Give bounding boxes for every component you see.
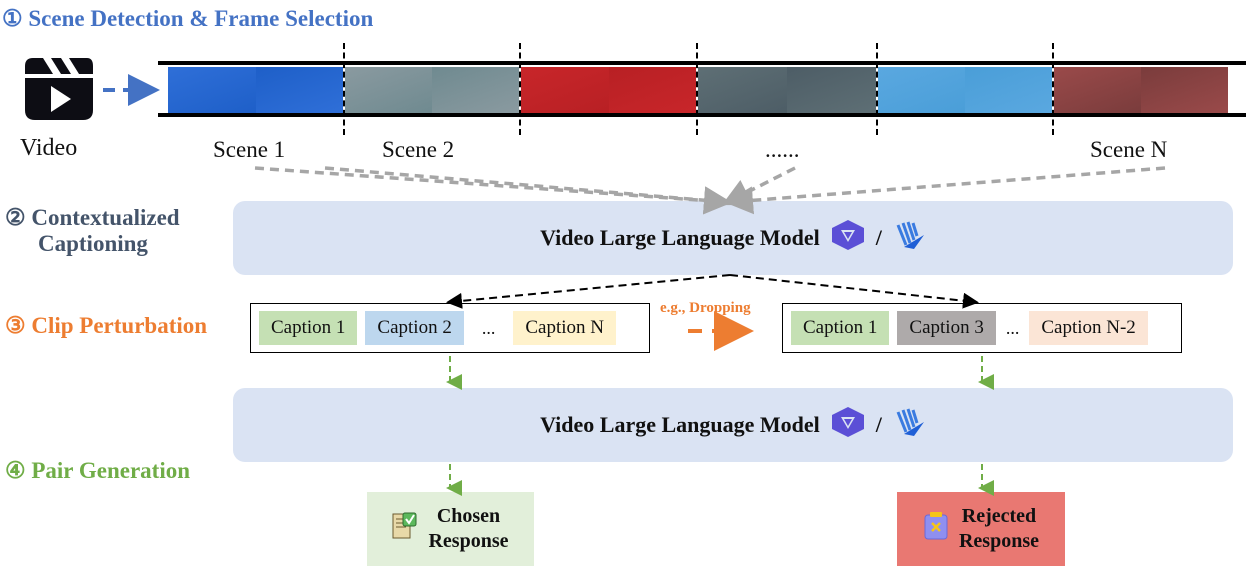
film-bottom-border bbox=[158, 113, 1246, 117]
chosen-line2: Response bbox=[428, 530, 509, 552]
perturbed-captions: Caption 1 Caption 3 ... Caption N-2 bbox=[782, 303, 1182, 353]
scene-arrow bbox=[254, 166, 732, 215]
step1-title: ① Scene Detection & Frame Selection bbox=[2, 6, 374, 31]
step2-title-line2: Captioning bbox=[38, 231, 148, 257]
video-frame-thumbnail bbox=[1054, 67, 1141, 113]
caption-item: Caption 2 bbox=[365, 311, 464, 345]
perturbation-label: e.g., Dropping bbox=[660, 300, 751, 316]
caption-arrow-right bbox=[729, 274, 979, 309]
caption-ellipsis: ... bbox=[481, 317, 496, 338]
rejected-line2: Response bbox=[958, 530, 1039, 552]
scene-label-n: Scene N bbox=[1090, 137, 1168, 162]
llm-label: Video Large Language Model bbox=[540, 412, 820, 437]
scene-divider bbox=[519, 43, 521, 135]
step2-title: ② Contextualized Captioning bbox=[5, 205, 180, 258]
llm-separator: / bbox=[875, 225, 882, 250]
qwen-logo-icon bbox=[830, 219, 866, 257]
step4-title: ④ Pair Generation bbox=[5, 458, 190, 483]
scene-divider bbox=[1052, 43, 1054, 135]
chosen-line1: Chosen bbox=[436, 505, 501, 527]
llm-box-captioning: Video Large Language Model / bbox=[233, 201, 1233, 275]
rejected-response: Rejected Response bbox=[897, 492, 1065, 566]
caption-item: Caption N-2 bbox=[1029, 311, 1148, 345]
video-frame-thumbnail bbox=[255, 67, 343, 113]
scene-divider bbox=[343, 43, 345, 135]
video-label: Video bbox=[20, 135, 78, 161]
scene-label-ellipsis: ...... bbox=[765, 137, 800, 162]
film-top-border bbox=[158, 61, 1246, 65]
video-frame-thumbnail bbox=[168, 67, 256, 113]
scene-divider bbox=[876, 43, 878, 135]
caption-arrow-left bbox=[446, 274, 731, 309]
video-frame-thumbnail bbox=[878, 67, 965, 113]
step2-title-line1: ② Contextualized bbox=[5, 205, 180, 230]
document-check-icon bbox=[392, 511, 418, 548]
scene-label-1: Scene 1 bbox=[213, 137, 286, 162]
video-frame-thumbnail bbox=[1141, 67, 1228, 113]
caption-ellipsis: ... bbox=[1005, 317, 1020, 338]
caption-item: Caption 1 bbox=[791, 311, 890, 345]
step3-title: ③ Clip Perturbation bbox=[5, 313, 208, 338]
llm-separator: / bbox=[875, 412, 882, 437]
video-clapper-icon bbox=[23, 54, 95, 122]
caption-item: Caption 3 bbox=[897, 311, 996, 345]
video-frame-thumbnail bbox=[432, 67, 519, 113]
internvl-logo-icon bbox=[892, 406, 926, 444]
scene-divider bbox=[696, 43, 698, 135]
chosen-response: Chosen Response bbox=[367, 492, 534, 566]
video-frame-thumbnail bbox=[965, 67, 1052, 113]
original-captions: Caption 1 Caption 2 ... Caption N bbox=[250, 303, 650, 353]
video-frame-thumbnail bbox=[698, 67, 787, 113]
video-frame-thumbnail bbox=[521, 67, 609, 113]
scene-label-2: Scene 2 bbox=[382, 137, 455, 162]
rejected-line1: Rejected bbox=[961, 505, 1037, 527]
filmstrip bbox=[158, 43, 1246, 135]
llm-box-generation: Video Large Language Model / bbox=[233, 388, 1233, 462]
scene-arrow bbox=[725, 166, 1166, 215]
video-frame-thumbnail bbox=[345, 67, 432, 113]
caption-item: Caption 1 bbox=[259, 311, 358, 345]
clipboard-x-icon bbox=[923, 511, 949, 548]
scene-arrow bbox=[324, 166, 732, 215]
llm-label: Video Large Language Model bbox=[540, 225, 820, 250]
video-frame-thumbnail bbox=[608, 67, 696, 113]
scene-arrow bbox=[721, 166, 796, 206]
video-frame-thumbnail bbox=[787, 67, 876, 113]
internvl-logo-icon bbox=[892, 219, 926, 257]
caption-item: Caption N bbox=[513, 311, 616, 345]
qwen-logo-icon bbox=[830, 406, 866, 444]
